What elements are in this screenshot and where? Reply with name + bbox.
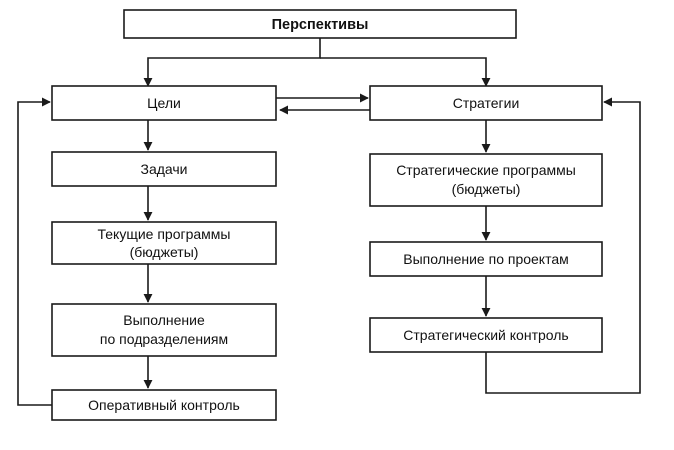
node-operational-control-label: Оперативный контроль xyxy=(88,397,240,413)
node-current-programs-line2: (бюджеты) xyxy=(130,244,199,260)
node-execution-by-projects: Выполнение по проектам xyxy=(369,241,603,277)
node-execution-by-divisions: Выполнение по подразделениям xyxy=(51,303,277,357)
node-perspectives: Перспективы xyxy=(123,9,517,39)
edge-strategic-control-feedback xyxy=(485,97,641,394)
node-current-programs: Текущие программы (бюджеты) xyxy=(51,221,277,265)
node-strategic-control-label: Стратегический контроль xyxy=(403,327,568,343)
node-perspectives-label: Перспективы xyxy=(272,17,369,33)
node-operational-control: Оперативный контроль xyxy=(51,389,277,421)
node-execution-by-projects-label: Выполнение по проектам xyxy=(403,251,569,267)
node-strategic-control: Стратегический контроль xyxy=(369,317,603,353)
node-tasks-label: Задачи xyxy=(140,161,187,177)
edge-operational-control-feedback xyxy=(17,97,52,406)
node-current-programs-line1: Текущие программы xyxy=(98,226,231,242)
node-execution-by-divisions-line1: Выполнение xyxy=(123,312,205,328)
node-strategies: Стратегии xyxy=(369,85,603,121)
node-execution-by-divisions-line2: по подразделениям xyxy=(100,331,228,347)
node-strategies-label: Стратегии xyxy=(453,95,520,111)
edge-perspectives-goals xyxy=(143,38,321,87)
node-strategic-programs: Стратегические программы (бюджеты) xyxy=(369,153,603,207)
node-tasks: Задачи xyxy=(51,151,277,187)
node-goals: Цели xyxy=(51,85,277,121)
node-strategic-programs-line2: (бюджеты) xyxy=(452,181,521,197)
node-strategic-programs-line1: Стратегические программы xyxy=(396,162,576,178)
node-goals-label: Цели xyxy=(147,95,181,111)
edge-perspectives-strategies xyxy=(320,57,491,87)
edges xyxy=(17,38,641,406)
